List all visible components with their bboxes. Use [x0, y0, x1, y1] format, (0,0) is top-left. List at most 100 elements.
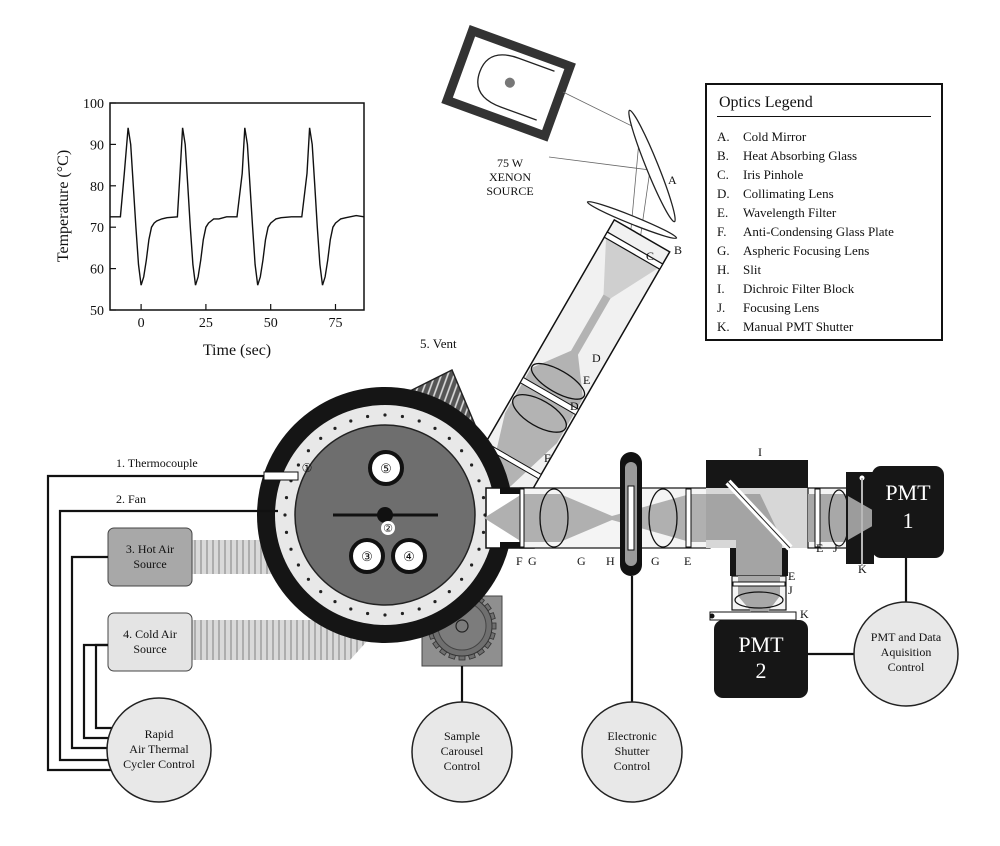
label-c: C	[646, 249, 654, 263]
carousel-control-line-1: Sample	[444, 729, 480, 743]
pmt1-path	[807, 472, 876, 566]
x-tick-label: 50	[264, 316, 278, 331]
legend-item: H.Slit	[717, 260, 894, 279]
label-e-pmt1: E	[816, 541, 823, 555]
label-a: A	[668, 173, 677, 187]
thermal-control-line-1: Rapid	[145, 727, 174, 741]
vent-label: 5. Vent	[420, 336, 457, 351]
xenon-arc-lamp	[504, 77, 515, 88]
sample-carousel-control: Sample Carousel Control	[411, 701, 513, 803]
thermal-control-line-3: Cycler Control	[123, 757, 195, 771]
air-hole	[383, 613, 387, 617]
sample-chamber: ⑤ ③ ④ ② ①	[257, 387, 513, 643]
legend-item: G.Aspheric Focusing Lens	[717, 241, 894, 260]
air-hole	[460, 577, 464, 581]
xenon-reflector	[477, 54, 555, 121]
pmt2-shutter	[709, 611, 797, 621]
legend-item: F.Anti-Condensing Glass Plate	[717, 222, 894, 241]
iris-pinhole	[603, 231, 664, 271]
label-k-pmt2: K	[800, 607, 809, 621]
shutter-control-line-1: Electronic	[607, 729, 656, 743]
air-hole	[349, 607, 353, 611]
label-f-lower: F	[516, 554, 523, 568]
legend-key: H.	[717, 262, 730, 277]
air-hole	[447, 590, 451, 594]
optics-legend: Optics Legend A.Cold Mirror B.Heat Absor…	[705, 83, 943, 341]
pmt-1	[872, 466, 944, 558]
anti-condensing-plate-lower	[519, 488, 525, 548]
label-e-lower: E	[684, 554, 691, 568]
aspheric-lens-upper	[512, 394, 567, 433]
marker-3: ③	[361, 549, 373, 564]
air-hole	[319, 590, 323, 594]
pmt-data-control: PMT and Data Aquisition Control	[853, 601, 959, 707]
y-tick-label: 100	[83, 97, 104, 112]
legend-item: D. Collimating Lens	[717, 184, 894, 203]
emission-train	[484, 452, 712, 576]
legend-key: B.	[717, 148, 729, 163]
legend-label: Dichroic Filter Block	[743, 281, 855, 296]
y-tick-label: 60	[90, 263, 104, 278]
excitation-beam	[482, 289, 616, 513]
legend-divider	[717, 116, 931, 117]
air-hole	[470, 463, 474, 467]
legend-label: Collimating Lens	[743, 186, 834, 201]
carousel-control-line-3: Control	[444, 759, 481, 773]
source-wattage: 75 W	[497, 156, 524, 170]
air-hole	[481, 530, 486, 535]
marker-2: ②	[383, 523, 393, 535]
air-hole	[296, 463, 300, 467]
legend-item: J.Focusing Lens	[717, 298, 894, 317]
legend-label: Cold Mirror	[743, 129, 807, 144]
air-hole	[284, 496, 289, 500]
hot-air-label-2: Source	[133, 557, 166, 571]
shutter-control-line-3: Control	[614, 759, 651, 773]
pmt2-path	[709, 575, 797, 622]
focusing-lens-pmt2	[734, 591, 784, 609]
legend-item: C.Iris Pinhole	[717, 165, 894, 184]
air-hole	[477, 479, 481, 483]
thermal-control-line-2: Air Thermal	[129, 742, 189, 756]
cold-air-duct	[188, 592, 388, 660]
air-hole	[470, 563, 474, 567]
legend-label: Heat Absorbing Glass	[743, 148, 858, 163]
y-tick-label: 90	[90, 138, 104, 153]
label-g-lower-3: G	[651, 554, 660, 568]
air-hole	[447, 436, 451, 440]
label-j-pmt2: J	[788, 583, 793, 597]
pmt-2	[714, 620, 808, 698]
air-hole	[417, 607, 421, 611]
chamber-air-holes	[283, 413, 487, 617]
air-hole	[433, 600, 437, 604]
marker-1: ①	[302, 461, 313, 475]
marker-4: ④	[403, 549, 415, 564]
label-g-lower-2: G	[577, 554, 586, 568]
legend-label: Manual PMT Shutter	[743, 319, 854, 334]
air-hole	[366, 611, 370, 616]
wavelength-filter-pmt2	[732, 581, 786, 587]
pmt2-number: 2	[756, 658, 767, 683]
legend-item: K. Manual PMT Shutter	[717, 317, 894, 336]
heat-absorbing-glass	[586, 200, 678, 240]
air-hole	[460, 449, 464, 453]
legend-item: A. Cold Mirror	[717, 127, 894, 146]
air-hole	[477, 547, 481, 551]
sample-4	[391, 538, 427, 574]
chart-frame	[109, 102, 365, 311]
legend-label: Focusing Lens	[743, 300, 820, 315]
legend-item: E.Wavelength Filter	[717, 203, 894, 222]
legend-key: K.	[717, 319, 730, 334]
x-tick-label: 0	[138, 316, 145, 331]
air-hole	[400, 414, 404, 419]
chart-x-axis-label: Time (sec)	[203, 342, 271, 359]
cold-mirror	[628, 109, 676, 223]
air-hole	[306, 577, 310, 581]
pmt-control-line-1: PMT and Data	[871, 630, 942, 644]
air-hole	[383, 413, 387, 417]
legend-key: D.	[717, 186, 730, 201]
legend-label: Aspheric Focusing Lens	[743, 243, 870, 258]
legend-key: A.	[717, 129, 730, 144]
electronic-shutter-control: Electronic Shutter Control	[581, 701, 683, 803]
